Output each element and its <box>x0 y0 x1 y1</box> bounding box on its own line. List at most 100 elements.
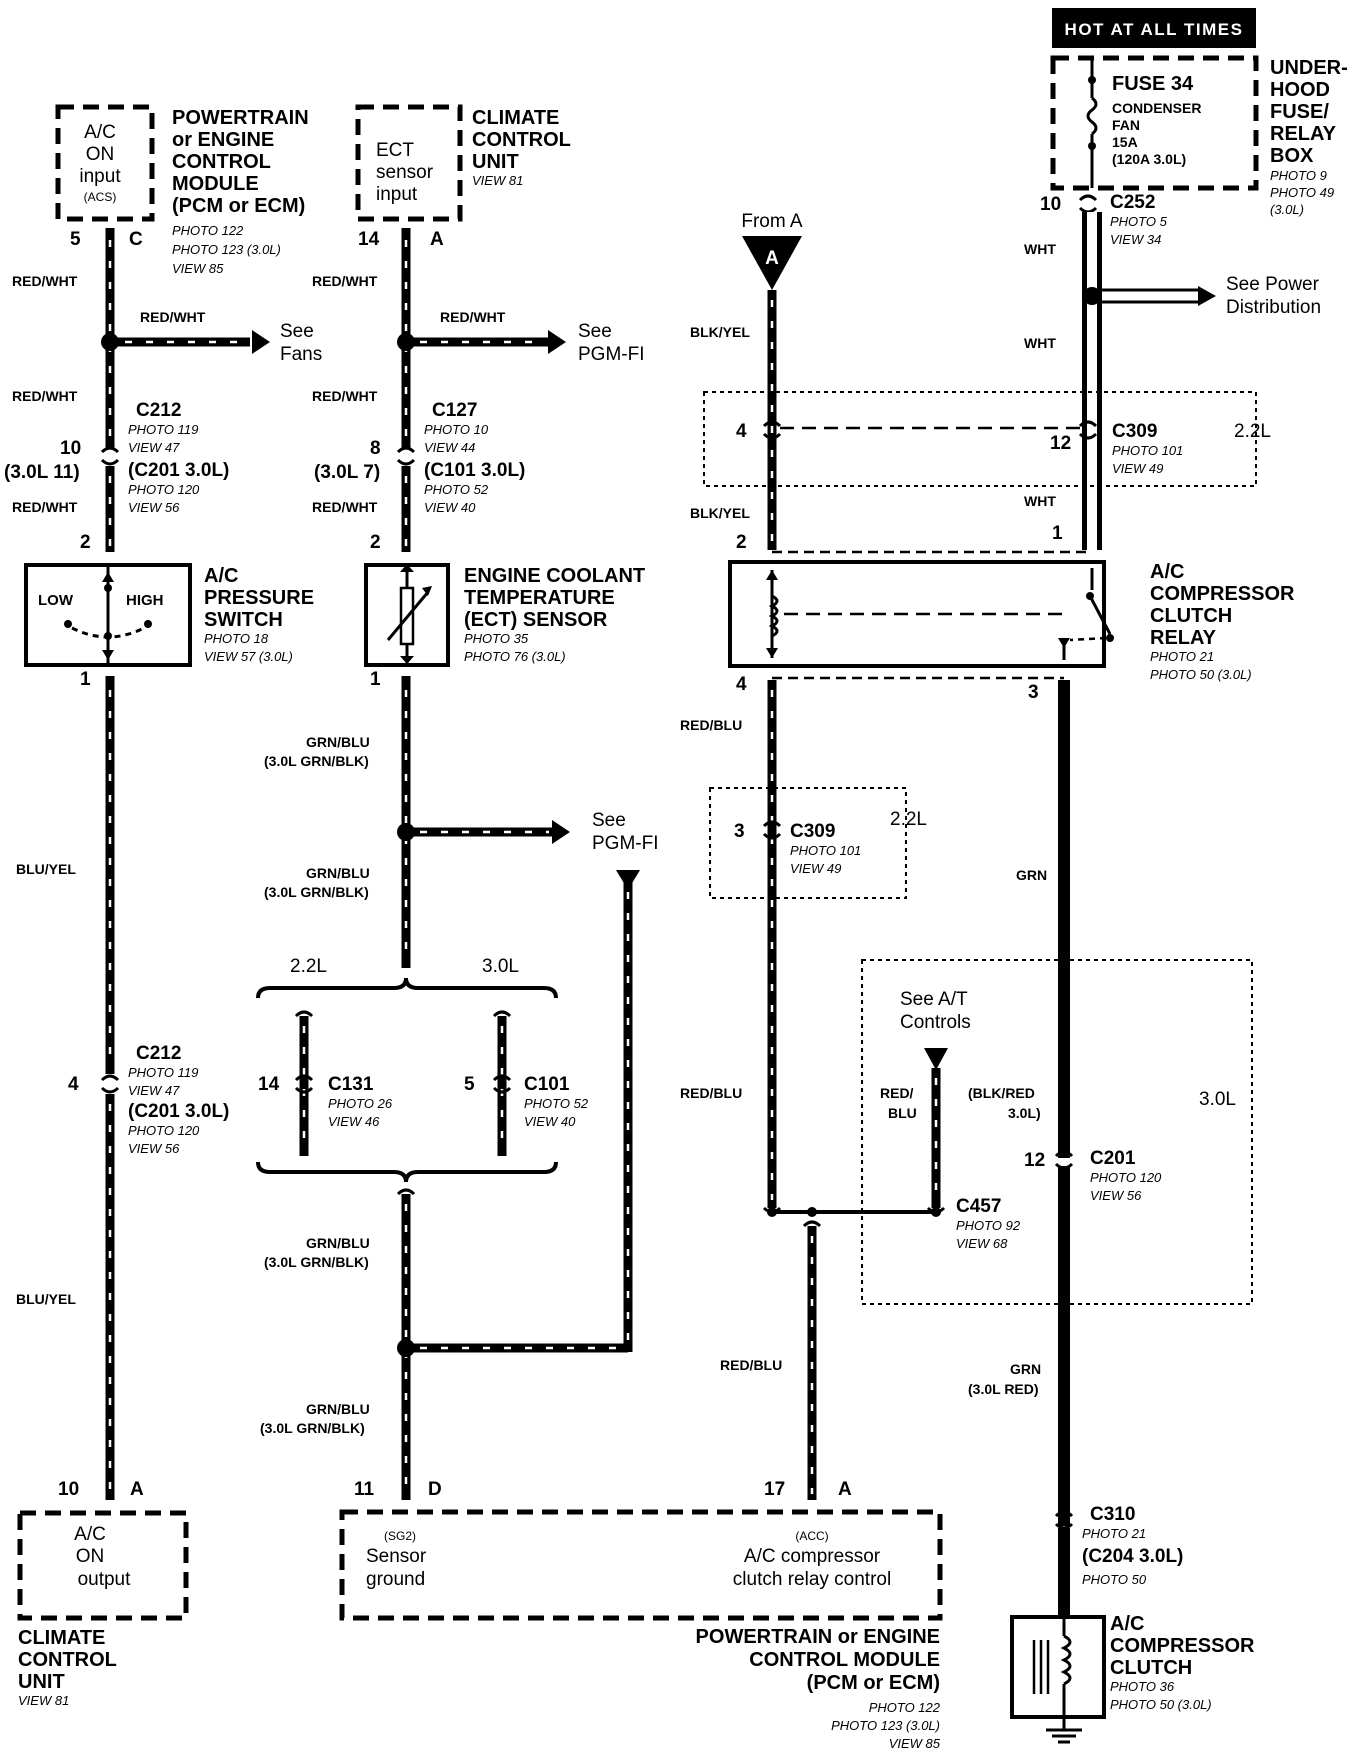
wire-color-label-2: RED/WHT <box>12 388 78 404</box>
c252-ref-2: VIEW 34 <box>1110 232 1161 247</box>
fusebox-title-5: BOX <box>1270 145 1314 167</box>
c131-ref-2: VIEW 46 <box>328 1114 380 1129</box>
pcm-sensor-ground-2: ground <box>366 1569 425 1590</box>
ccu-box-line-2: sensor <box>376 162 434 183</box>
pcm-bottom-ref: PHOTO 122 <box>869 1700 941 1715</box>
wire-color-label-4-alt: (3.0L GRN/BLK) <box>264 753 369 769</box>
connector-c201: C201 <box>1090 1148 1136 1169</box>
wire-color-label: RED/WHT <box>12 273 78 289</box>
wire-color-label: BLK/YEL <box>690 324 750 340</box>
ccu-output-line-2: ON <box>76 1546 105 1567</box>
relay-title-2: COMPRESSOR <box>1150 583 1295 605</box>
wire-color-label-5-alt: (3.0L RED) <box>968 1381 1039 1397</box>
ccu-title-2: CONTROL <box>472 129 571 151</box>
connector-alt-ref-2: VIEW 56 <box>128 500 180 515</box>
pcm-bottom-title-2: CONTROL MODULE <box>749 1649 940 1671</box>
fuse-rating: 15A <box>1112 134 1138 150</box>
relay-ref-2: PHOTO 50 (3.0L) <box>1150 667 1252 682</box>
see-pgm-fi: See <box>578 321 612 342</box>
pcm-bottom-module: (SG2) Sensor ground (ACC) A/C compressor… <box>339 1509 943 1750</box>
c309-ref-2: VIEW 49 <box>790 861 841 876</box>
c101-ref-2: VIEW 40 <box>524 1114 576 1129</box>
connector-ref: PHOTO 119 <box>128 422 198 437</box>
see-power-distribution-2: Distribution <box>1226 297 1321 318</box>
ccu-output-line: A/C <box>74 1524 106 1545</box>
connector-alt: (C101 3.0L) <box>424 460 525 481</box>
ect-sensor <box>364 563 450 667</box>
c457-ref-2: VIEW 68 <box>956 1236 1008 1251</box>
wire-color-label-5: GRN <box>1010 1361 1041 1377</box>
connector-alt: (C201 3.0L) <box>128 460 229 481</box>
ac-compressor-clutch <box>1010 1615 1106 1744</box>
pin-number-3: 3 <box>1028 682 1039 703</box>
fusebox-title-2: HOOD <box>1270 79 1330 101</box>
relay-title-4: RELAY <box>1150 627 1217 649</box>
pcm-box-line: A/C <box>84 122 116 143</box>
connector-ref: PHOTO 10 <box>424 422 489 437</box>
connector-c212-2: C212 <box>136 1043 181 1064</box>
see-at-controls: See A/T <box>900 989 968 1010</box>
fuse-rating-alt: (120A 3.0L) <box>1112 151 1186 167</box>
wire-color-label-5: GRN/BLU <box>306 865 370 881</box>
pcm-sensor-ground: Sensor <box>366 1546 427 1567</box>
pin-number-4: 4 <box>736 421 747 442</box>
pin-number-2: 2 <box>370 532 381 553</box>
switch-low-label: LOW <box>38 592 74 609</box>
pin-number-bottom: 11 <box>354 1479 375 1500</box>
see-fans-2: Fans <box>280 344 322 365</box>
connector-c212: C212 <box>136 400 181 421</box>
fuse-label: FUSE 34 <box>1112 73 1194 95</box>
clutch-title: A/C <box>1110 1613 1144 1635</box>
c309-2-tag: 2.2L <box>1234 421 1271 442</box>
wire-color-label: WHT <box>1024 241 1056 257</box>
pcm-bottom-title: POWERTRAIN or ENGINE <box>696 1626 940 1648</box>
pin-number-4b: 4 <box>736 674 747 695</box>
pcm-ref-3: VIEW 85 <box>172 261 224 276</box>
ac-pressure-switch: LOW HIGH <box>24 563 192 667</box>
from-a-letter: A <box>765 248 779 269</box>
c309-2-ref: PHOTO 101 <box>1112 443 1183 458</box>
connector-alt-ref: PHOTO 52 <box>424 482 489 497</box>
sensor-title-2: TEMPERATURE <box>464 587 615 609</box>
pin-number-10: 10 <box>60 438 81 459</box>
clutch-ref-2: PHOTO 50 (3.0L) <box>1110 1697 1212 1712</box>
wire-color-split: RED/ <box>880 1085 914 1101</box>
switch-high-label: HIGH <box>126 592 164 609</box>
pcm-ac-on-input-box: A/C ON input (ACS) POWERTRAIN or ENGINE … <box>55 104 309 276</box>
fuse-circuit: CONDENSER <box>1112 100 1201 116</box>
connector-ref-2: VIEW 47 <box>128 440 180 455</box>
wire-color-label-4: RED/BLU <box>680 1085 742 1101</box>
relay-ref: PHOTO 21 <box>1150 649 1214 664</box>
pin-number: 14 <box>358 229 380 250</box>
sensor-title: ENGINE COOLANT <box>464 565 645 587</box>
c310-ref: PHOTO 21 <box>1082 1526 1146 1541</box>
c310-alt-ref: PHOTO 50 <box>1082 1572 1147 1587</box>
connector-c309: C309 <box>790 821 835 842</box>
connector-alt-ref: PHOTO 120 <box>128 482 200 497</box>
ccu-ref: VIEW 81 <box>472 173 523 188</box>
fusebox-ref-3: (3.0L) <box>1270 202 1304 217</box>
connector-alt-ref-4: VIEW 56 <box>128 1141 180 1156</box>
wire-color-label: RED/WHT <box>312 273 378 289</box>
see-pgm-fi-4: PGM-FI <box>592 833 659 854</box>
relay-title-3: CLUTCH <box>1150 605 1232 627</box>
pin-number: 5 <box>70 229 81 250</box>
c131-ref: PHOTO 26 <box>328 1096 393 1111</box>
wire-color-label-4: GRN <box>1016 867 1047 883</box>
clutch-ref: PHOTO 36 <box>1110 1679 1175 1694</box>
pcm-ref: PHOTO 122 <box>172 223 244 238</box>
connector-ref-4: VIEW 47 <box>128 1083 180 1098</box>
column-2-ect-sensor-circuit: 14 A RED/WHT RED/WHT See PGM-FI RED/WHT … <box>256 228 659 1500</box>
ccu-title: CLIMATE <box>472 107 559 129</box>
pin-number-14: 14 <box>258 1074 280 1095</box>
from-a-label: From A <box>741 211 803 232</box>
ccu-title-3: UNIT <box>472 151 519 173</box>
see-pgm-fi-3: See <box>592 810 626 831</box>
ccu-bottom-title-3: UNIT <box>18 1671 65 1693</box>
wire-color-label-6-alt: (3.0L GRN/BLK) <box>264 1254 369 1270</box>
pcm-sg2-label: (SG2) <box>384 1529 416 1543</box>
pin-number-12: 12 <box>1050 433 1071 454</box>
pin-number-1: 1 <box>1052 523 1063 544</box>
pin-number-4: 4 <box>68 1074 79 1095</box>
see-pgm-fi-2: PGM-FI <box>578 344 645 365</box>
